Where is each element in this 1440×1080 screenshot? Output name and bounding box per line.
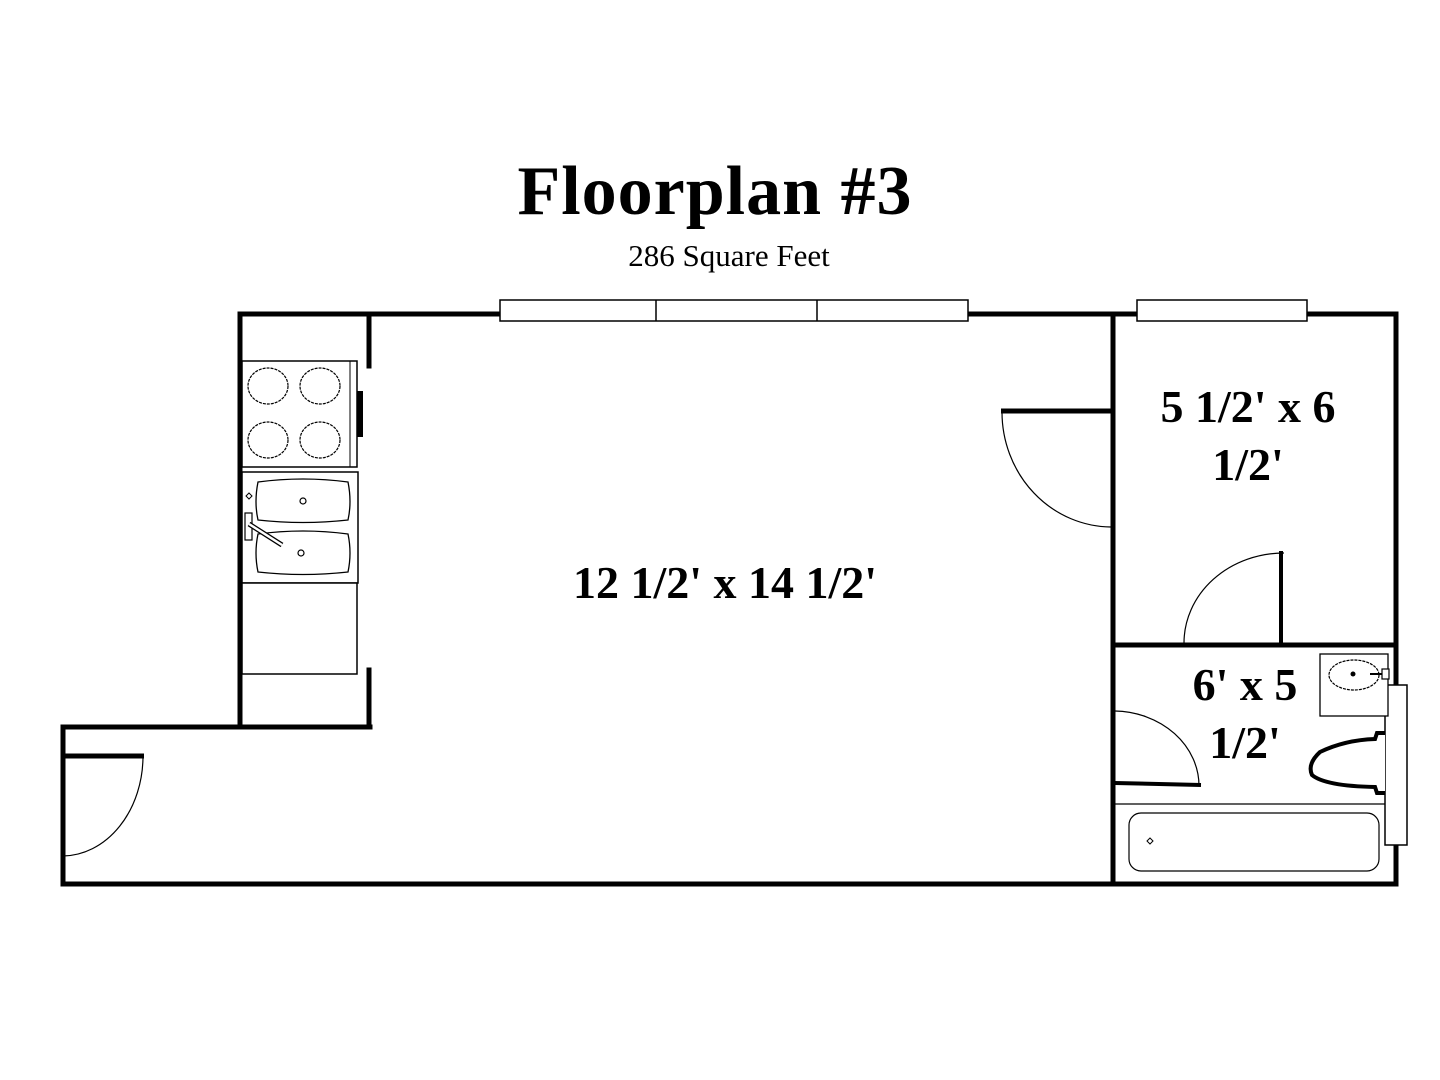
bathtub — [1115, 803, 1385, 872]
closet-window — [1136, 299, 1308, 322]
bathroom-dimensions-line1: 6' x 5 — [1192, 659, 1298, 710]
kitchen-counter — [241, 582, 358, 675]
closet-dimensions: 5 1/2' x 6 1/2' — [1128, 378, 1368, 494]
bathroom-door — [1114, 710, 1202, 787]
closet-door-main — [1001, 408, 1113, 528]
main-room-dimensions: 12 1/2' x 14 1/2' — [572, 557, 878, 608]
kitchen-sink — [241, 471, 359, 584]
main-window — [499, 299, 969, 322]
closet-door-inner — [1183, 551, 1285, 645]
bathroom-dimensions: 6' x 5 1/2' — [1170, 656, 1320, 772]
bathroom-dimensions-line2: 1/2' — [1209, 717, 1281, 768]
bathroom-sink — [1319, 653, 1390, 717]
square-footage: 286 Square Feet — [628, 238, 830, 273]
closet-dimensions-line1: 5 1/2' x 6 — [1160, 381, 1336, 432]
entry-door — [62, 753, 144, 857]
stove — [241, 360, 363, 468]
closet-dimensions-line2: 1/2' — [1212, 439, 1284, 490]
page-title: Floorplan #3 — [517, 153, 913, 230]
toilet — [1308, 731, 1385, 795]
